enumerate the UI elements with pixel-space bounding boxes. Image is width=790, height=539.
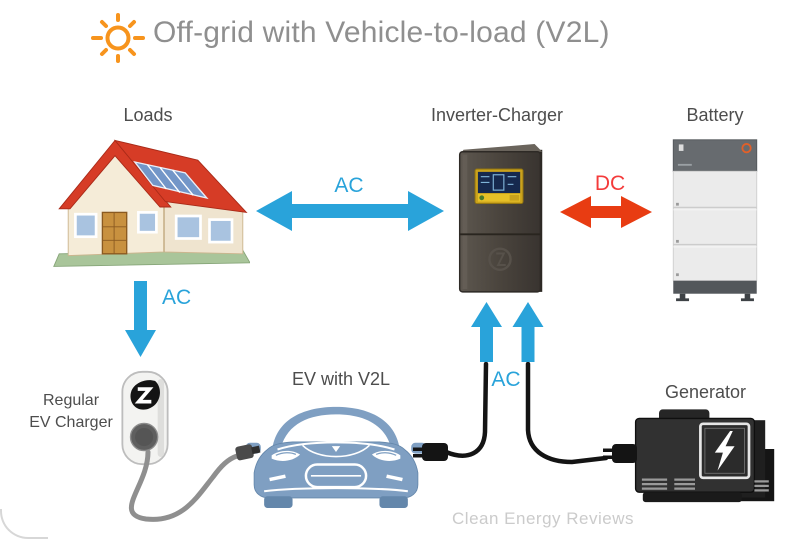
car-grille: [304, 463, 368, 489]
car-fog-lights: [269, 474, 403, 482]
car-mirror-left: [245, 442, 261, 454]
ac-label-sources-inverter: AC: [491, 368, 521, 391]
generator-cable: [525, 361, 637, 465]
ev-label: EV with V2L: [291, 369, 391, 389]
car-mirror-right: [411, 442, 427, 454]
car-wheel-left: [264, 496, 293, 508]
inverter-charger-illustration: [458, 144, 543, 293]
ev-charger-label: Regular EV Charger: [20, 390, 122, 434]
watermark: Clean Energy Reviews: [452, 509, 634, 528]
loads-label: Loads: [123, 105, 173, 125]
battery-illustration: [672, 139, 758, 302]
house-illustration: [53, 139, 250, 267]
dc-arrow-inverter-battery: [560, 196, 652, 228]
battery-logo-left: [678, 144, 684, 151]
car-roof: [272, 406, 400, 448]
inverter-logo-emboss: [488, 247, 512, 271]
car-wheel-right: [379, 496, 408, 508]
charger-brand-logo: [130, 380, 160, 410]
ac-arrows-up: [471, 302, 544, 362]
battery-logo-right: [741, 143, 752, 154]
generator-vents: [641, 478, 769, 492]
inverter-display: [474, 168, 524, 205]
ac-label-loads-inverter: AC: [334, 174, 364, 197]
ac-arrow-loads-charger: [125, 281, 156, 357]
ev-illustration: [245, 406, 427, 508]
sun-icon: [91, 13, 145, 63]
generator-label: Generator: [664, 382, 747, 402]
battery-label: Battery: [686, 105, 744, 125]
dc-label-inverter-battery: DC: [594, 172, 626, 195]
ev-charger-label-line1: Regular: [42, 392, 100, 409]
inverter-charger-label: Inverter-Charger: [430, 105, 564, 125]
house-door: [101, 211, 128, 255]
page-title: Off-grid with Vehicle-to-load (V2L): [153, 16, 610, 49]
solar-panel: [133, 160, 209, 200]
ev-charger-illustration: [121, 370, 169, 466]
lightning-bolt-icon: [714, 431, 735, 471]
house-windows: [74, 211, 234, 244]
car-badge: [331, 446, 341, 452]
ac-label-loads-charger: AC: [162, 286, 192, 309]
car-headlights: [271, 450, 401, 461]
ev-charger-label-line2: EV Charger: [29, 414, 113, 431]
generator-illustration: [634, 409, 775, 503]
frame-corner: [0, 509, 48, 539]
battery-feet: [676, 293, 754, 302]
